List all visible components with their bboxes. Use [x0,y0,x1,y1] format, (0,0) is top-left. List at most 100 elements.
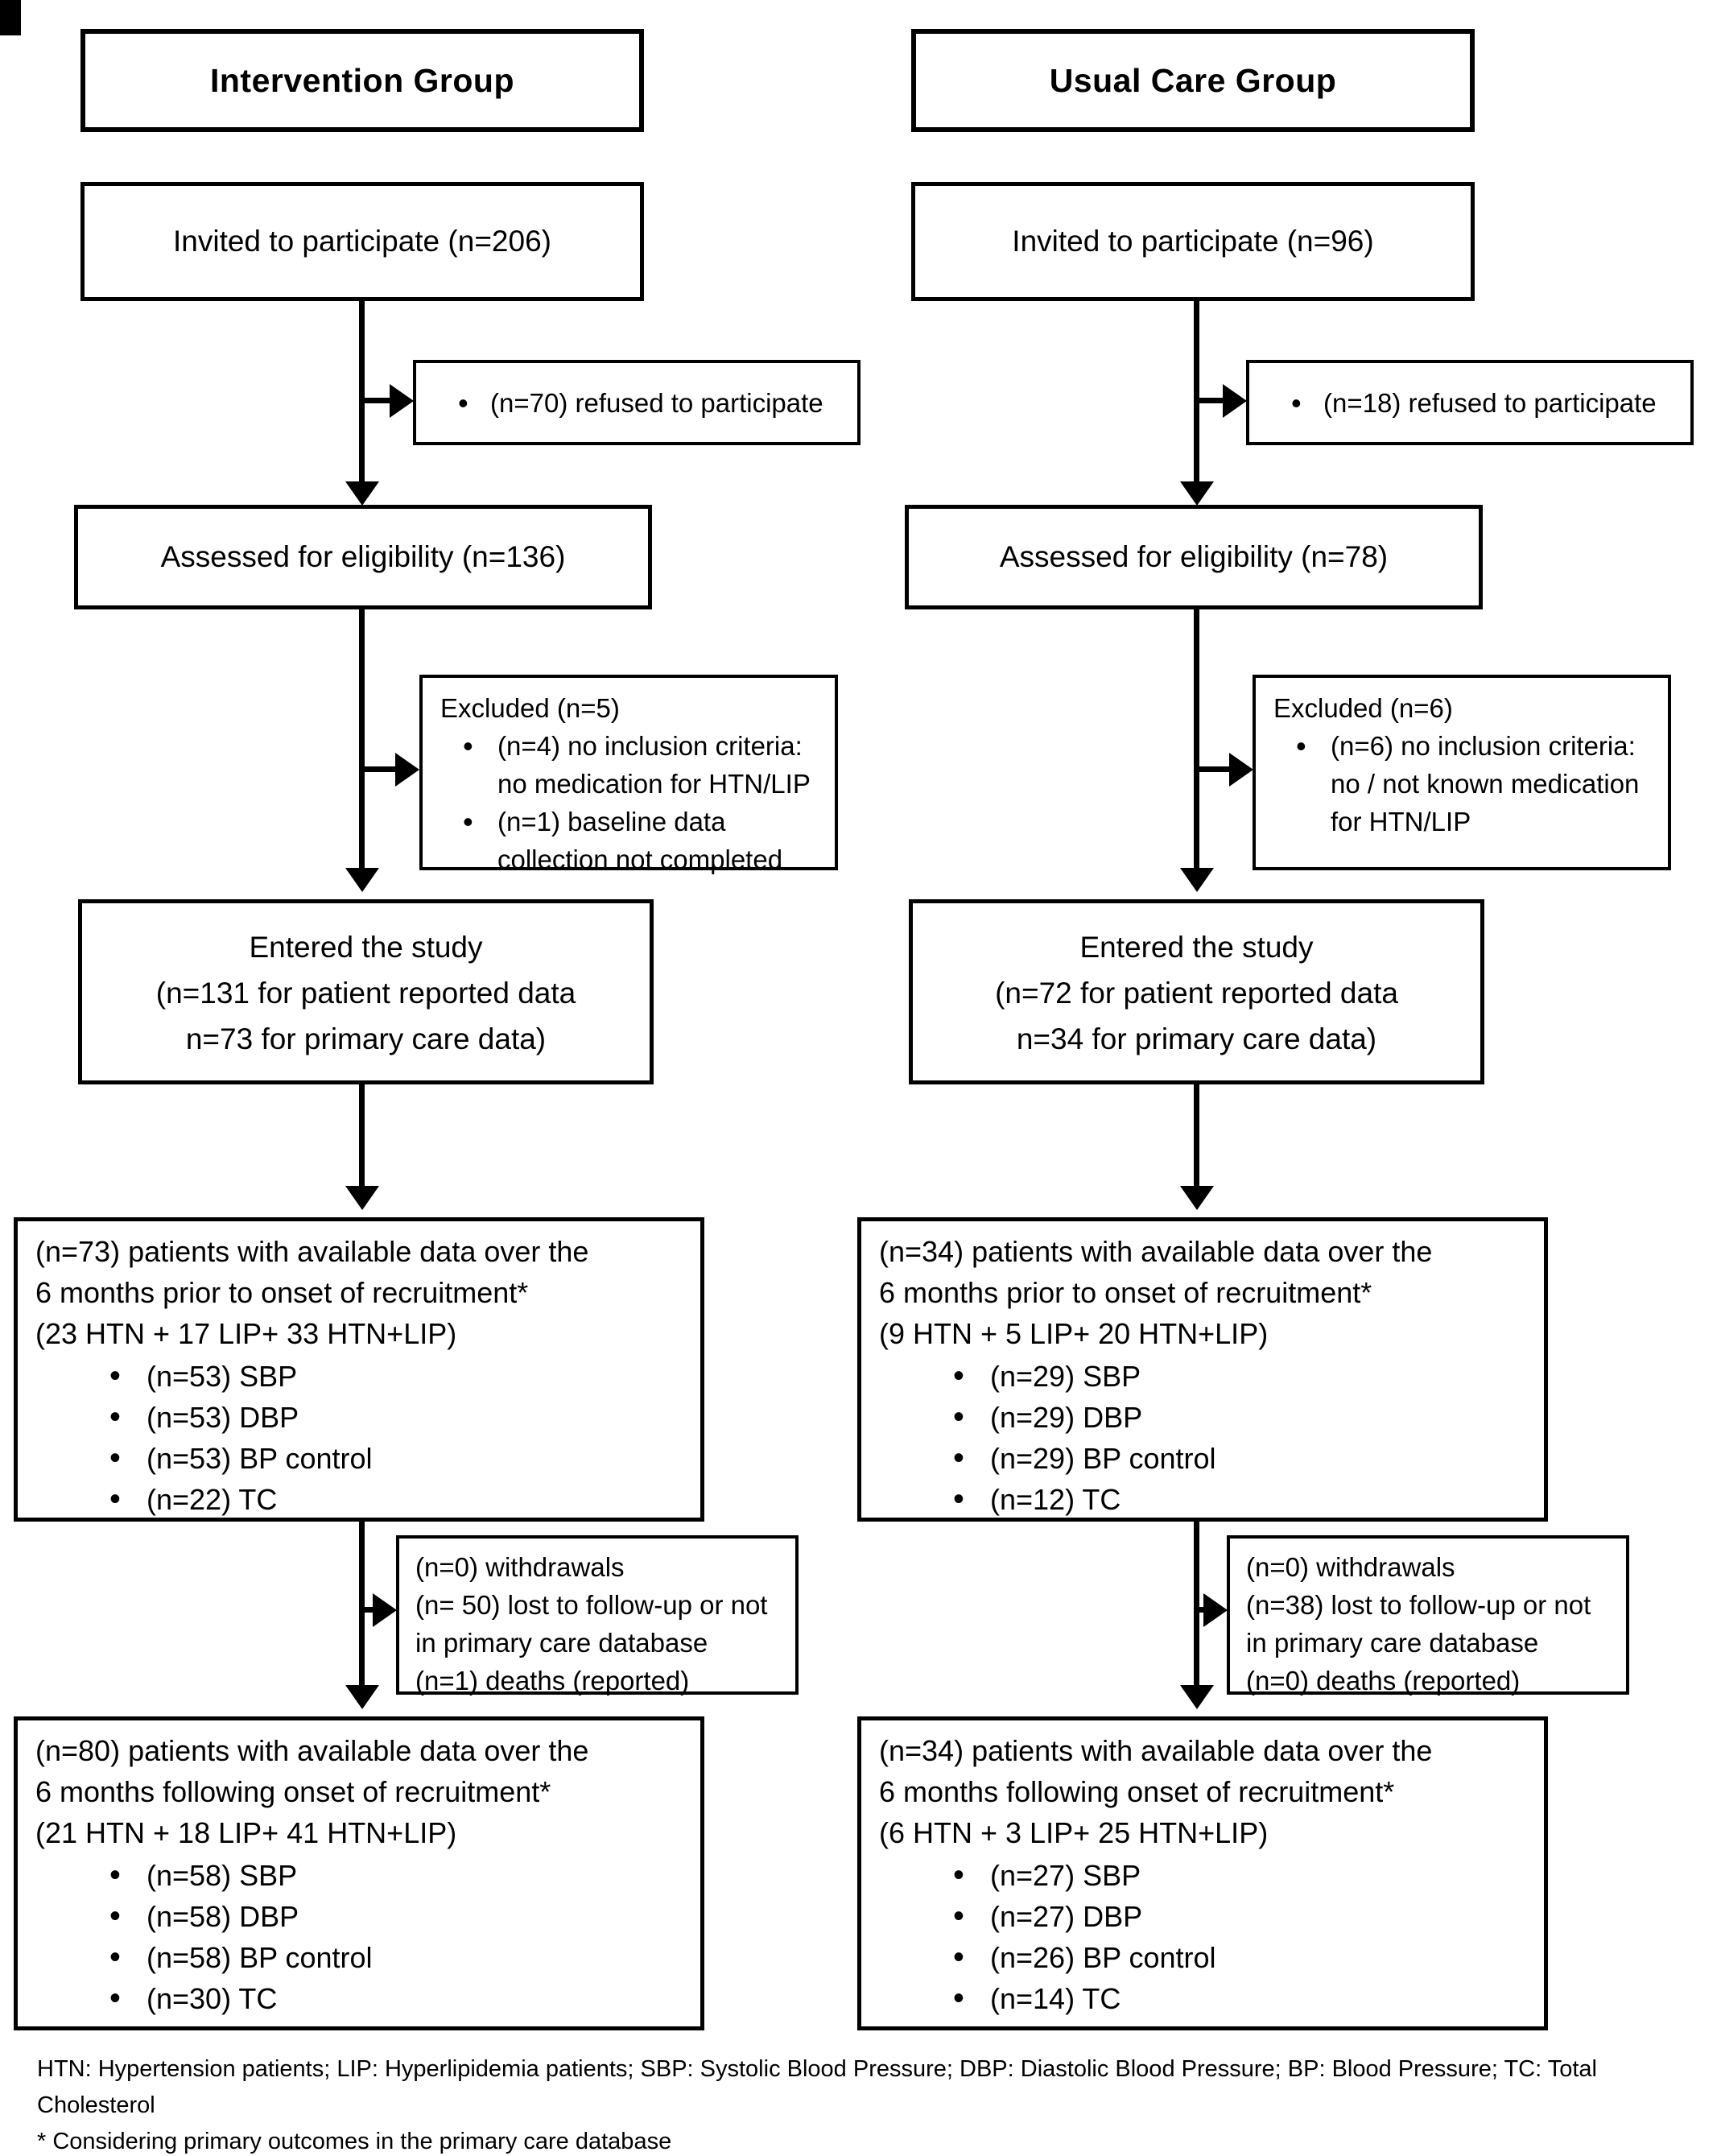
flow-line [359,1522,365,1686]
outcome-item: (n=22) TC [109,1479,692,1520]
outcome-item: (n=27) DBP [953,1896,1536,1937]
branch-line [359,398,391,403]
entered-line: (n=72 for patient reported data [995,977,1398,1010]
outcome-item: (n=53) DBP [109,1397,692,1438]
attrition-line: (n= 50) lost to follow-up or not in prim… [415,1590,768,1658]
arrowhead-right-icon [1223,384,1247,418]
assessed-box-usual-care: Assessed for eligibility (n=78) [905,505,1483,609]
refused-box-usual-care: (n=18) refused to participate [1246,360,1694,445]
flow-line [1194,1084,1199,1187]
assessed-box-intervention: Assessed for eligibility (n=136) [74,505,652,609]
arrowhead-right-icon [395,753,419,787]
abbreviations-note: HTN: Hypertension patients; LIP: Hyperli… [37,2056,1597,2118]
post-period-line: (n=80) patients with available data over… [35,1734,589,1767]
arrowhead-down-icon [345,1685,379,1709]
usual-care-header-box: Usual Care Group [911,29,1475,132]
arrowhead-down-icon [1180,1685,1214,1709]
outcome-item: (n=26) BP control [953,1937,1536,1978]
post-period-box-intervention: (n=80) patients with available data over… [14,1716,704,2030]
outcome-item: (n=30) TC [109,1978,692,2019]
pre-period-outcomes: (n=53) SBP (n=53) DBP (n=53) BP control … [35,1356,692,1520]
entered-box-usual-care: Entered the study (n=72 for patient repo… [909,899,1484,1084]
invited-box-intervention: Invited to participate (n=206) [80,182,644,301]
arrowhead-right-icon [1229,753,1253,787]
pre-period-outcomes: (n=29) SBP (n=29) DBP (n=29) BP control … [879,1356,1536,1520]
pre-period-line: 6 months prior to onset of recruitment* [35,1276,529,1309]
arrowhead-right-icon [373,1593,397,1627]
outcome-item: (n=58) SBP [109,1855,692,1896]
flow-line [359,301,365,485]
pre-period-box-usual-care: (n=34) patients with available data over… [857,1217,1548,1522]
attrition-line: (n=0) withdrawals [1246,1552,1455,1582]
refused-text: (n=70) refused to participate [455,384,823,422]
arrowhead-down-icon [345,481,379,506]
flow-line [1194,301,1199,485]
excluded-title: Excluded (n=5) [440,693,620,723]
flow-line [1194,609,1199,869]
post-period-box-usual-care: (n=34) patients with available data over… [857,1716,1548,2030]
pre-period-line: (n=34) patients with available data over… [879,1235,1433,1268]
excluded-list: (n=6) no inclusion criteria: no / not kn… [1273,727,1663,841]
outcome-item: (n=29) BP control [953,1438,1536,1479]
entered-line: n=73 for primary care data) [185,1022,547,1055]
refused-box-intervention: (n=70) refused to participate [413,360,860,445]
arrowhead-down-icon [345,1186,379,1210]
post-period-outcomes: (n=27) SBP (n=27) DBP (n=26) BP control … [879,1855,1536,2019]
branch-line [359,1607,375,1613]
invited-text: Invited to participate (n=206) [173,225,551,258]
flow-line [1194,1522,1199,1686]
outcome-item: (n=14) TC [953,1978,1536,2019]
excluded-item: (n=1) baseline data collection not compl… [461,803,830,878]
outcome-item: (n=29) DBP [953,1397,1536,1438]
scan-artifact [0,0,21,35]
outcome-item: (n=53) SBP [109,1356,692,1397]
excluded-box-intervention: Excluded (n=5) (n=4) no inclusion criter… [419,675,838,874]
entered-line: Entered the study [249,931,483,964]
arrowhead-right-icon [1203,1593,1228,1627]
arrowhead-down-icon [1180,481,1214,506]
branch-line [1194,398,1224,403]
group-title: Usual Care Group [1049,61,1337,99]
attrition-line: (n=0) withdrawals [415,1552,625,1582]
entered-box-intervention: Entered the study (n=131 for patient rep… [78,899,654,1084]
outcome-item: (n=27) SBP [953,1855,1536,1896]
branch-line [1194,766,1231,772]
outcome-item: (n=29) SBP [953,1356,1536,1397]
flow-line [359,1084,365,1187]
pre-period-box-intervention: (n=73) patients with available data over… [14,1217,704,1522]
outcome-item: (n=58) BP control [109,1937,692,1978]
entered-line: Entered the study [1079,931,1314,964]
group-title: Intervention Group [210,61,514,99]
arrowhead-down-icon [1180,868,1214,892]
excluded-list: (n=4) no inclusion criteria: no medicati… [440,727,830,878]
attrition-line: (n=0) deaths (reported) [1246,1666,1521,1695]
intervention-header-box: Intervention Group [80,29,644,132]
post-period-line: 6 months following onset of recruitment* [35,1775,551,1808]
invited-text: Invited to participate (n=96) [1012,225,1374,258]
entered-line: n=34 for primary care data) [1016,1022,1377,1055]
branch-line [359,766,398,772]
post-period-line: (21 HTN + 18 LIP+ 41 HTN+LIP) [35,1816,457,1849]
excluded-item: (n=4) no inclusion criteria: no medicati… [461,727,830,803]
pre-period-line: (n=73) patients with available data over… [35,1235,589,1268]
footnotes: HTN: Hypertension patients; LIP: Hyperli… [37,2051,1716,2156]
refused-text: (n=18) refused to participate [1288,384,1657,422]
assessed-text: Assessed for eligibility (n=136) [160,540,566,573]
pre-period-line: (23 HTN + 17 LIP+ 33 HTN+LIP) [35,1317,457,1350]
post-period-line: 6 months following onset of recruitment* [879,1775,1395,1808]
post-period-line: (6 HTN + 3 LIP+ 25 HTN+LIP) [879,1816,1269,1849]
outcome-item: (n=58) DBP [109,1896,692,1937]
assessed-text: Assessed for eligibility (n=78) [999,540,1389,573]
excluded-title: Excluded (n=6) [1273,693,1453,723]
pre-period-line: (9 HTN + 5 LIP+ 20 HTN+LIP) [879,1317,1269,1350]
branch-line [1194,1607,1205,1613]
arrowhead-right-icon [390,384,414,418]
flow-line [359,609,365,869]
post-period-outcomes: (n=58) SBP (n=58) DBP (n=58) BP control … [35,1855,692,2019]
post-period-line: (n=34) patients with available data over… [879,1734,1433,1767]
arrowhead-down-icon [1180,1186,1214,1210]
arrowhead-down-icon [345,868,379,892]
attrition-box-intervention: (n=0) withdrawals (n= 50) lost to follow… [396,1535,799,1695]
outcome-item: (n=53) BP control [109,1438,692,1479]
